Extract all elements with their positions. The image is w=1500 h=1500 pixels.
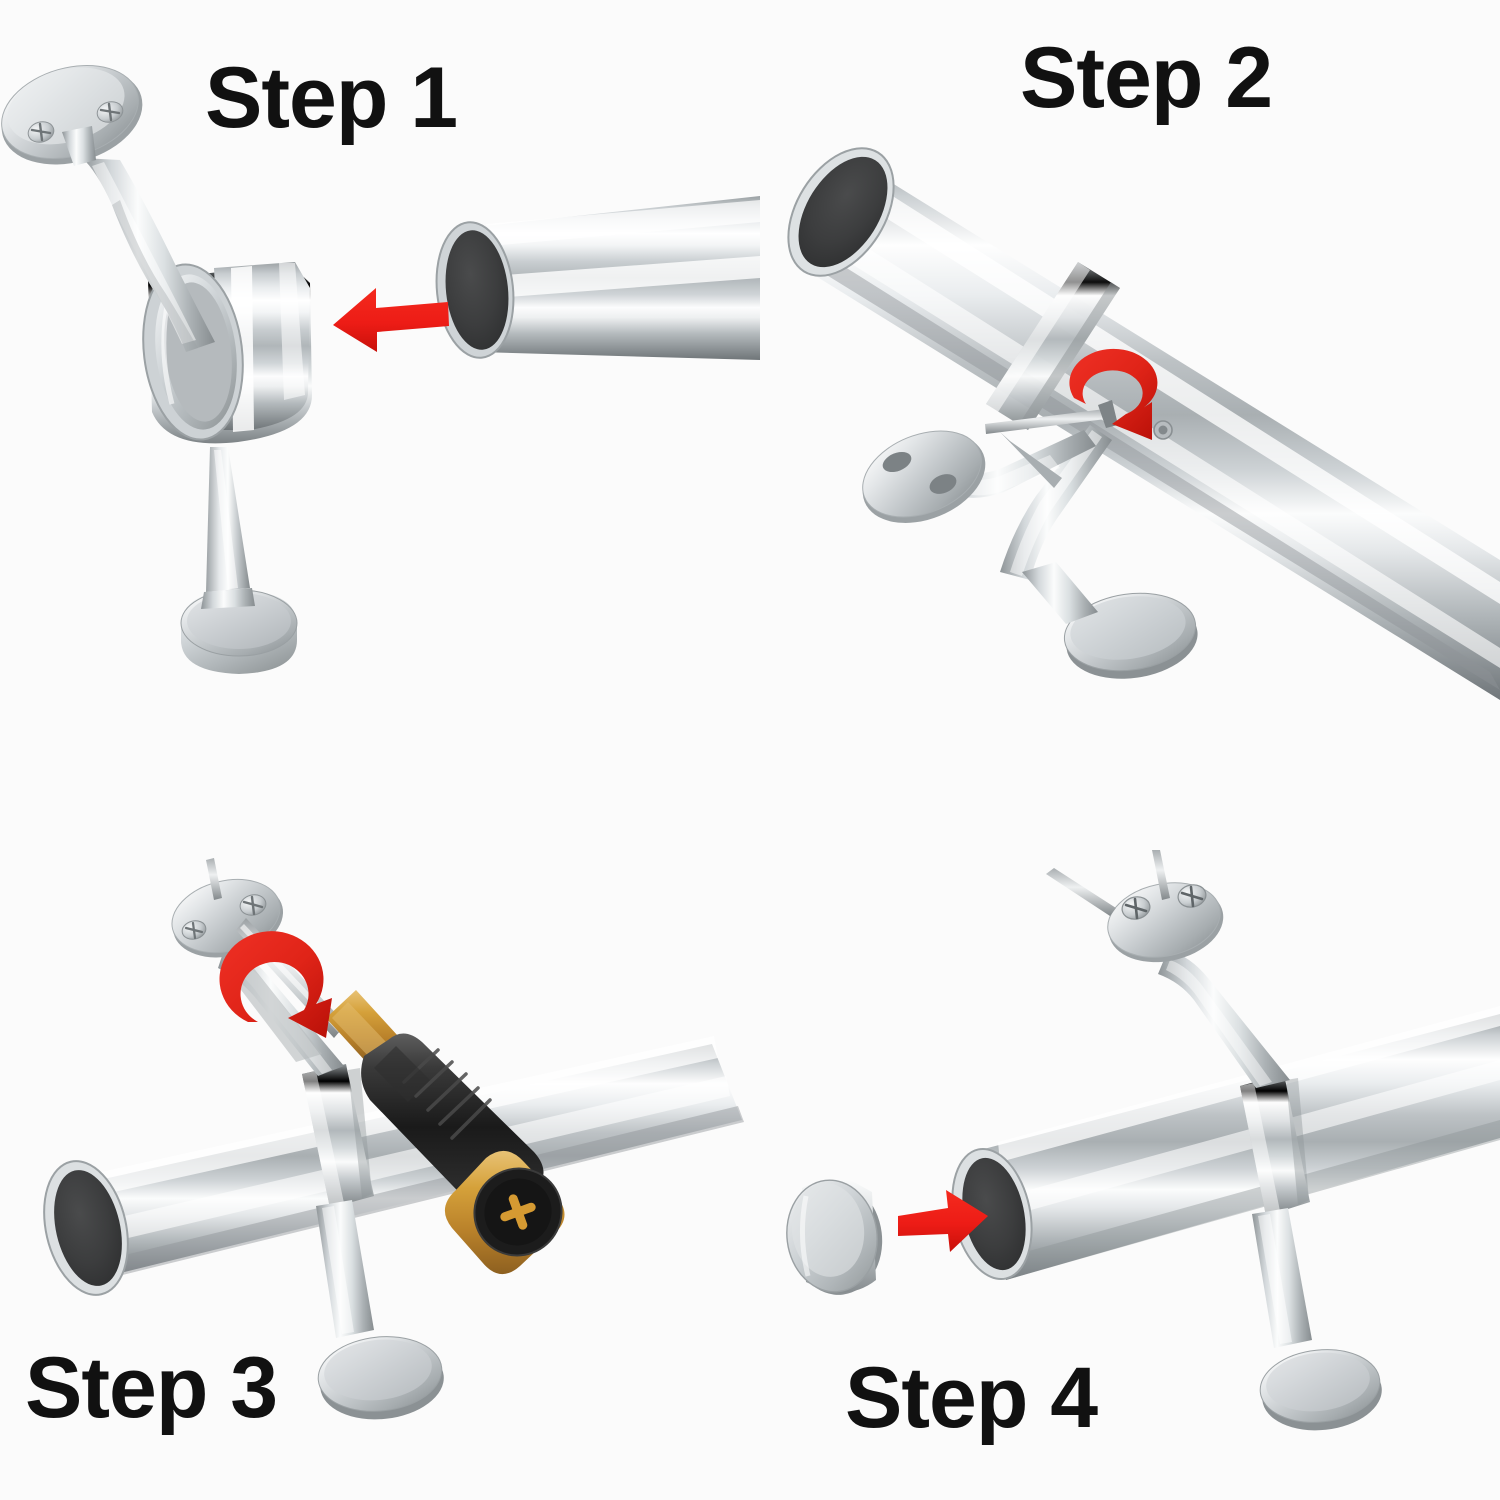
step-4-label: Step 4 xyxy=(845,1350,1098,1446)
step-2-label: Step 2 xyxy=(1020,30,1273,126)
step-3-label: Step 3 xyxy=(25,1340,278,1436)
step-1-label: Step 1 xyxy=(205,50,458,146)
